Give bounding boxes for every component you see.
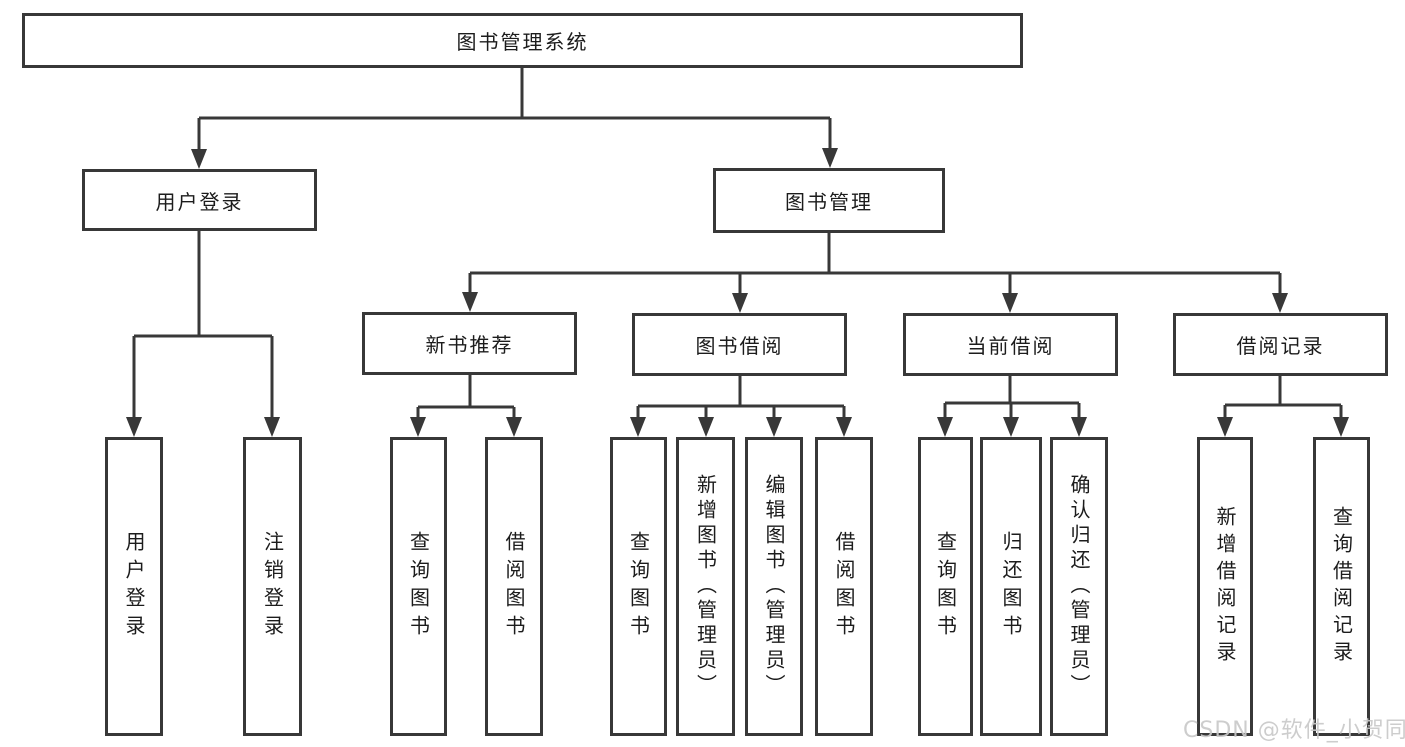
leaf-add-borrow-record: 新增借阅记录 (1197, 437, 1253, 736)
node-current-borrow: 当前借阅 (903, 313, 1118, 376)
node-user-login: 用户登录 (82, 169, 317, 231)
leaf-confirm-return-admin: 确认归还（管理员） (1050, 437, 1108, 736)
watermark: CSDN @软件_小贺同学 (1183, 718, 1405, 743)
leaf-user-login: 用户登录 (105, 437, 163, 736)
leaf-edit-book-admin: 编辑图书（管理员） (745, 437, 803, 736)
node-new-book-recommend: 新书推荐 (362, 312, 577, 375)
arrowhead-icons (126, 148, 1349, 437)
leaf-logout: 注销登录 (243, 437, 302, 736)
connector-paths (132, 65, 1343, 421)
leaf-return-book: 归还图书 (980, 437, 1042, 736)
leaf-query-books-borrow: 查询图书 (610, 437, 667, 736)
leaf-borrow-books: 借阅图书 (815, 437, 873, 736)
leaf-query-books-recommend: 查询图书 (390, 437, 447, 736)
leaf-query-borrow-record: 查询借阅记录 (1313, 437, 1370, 736)
leaf-add-book-admin: 新增图书（管理员） (676, 437, 735, 736)
leaf-query-books-current: 查询图书 (918, 437, 973, 736)
node-root: 图书管理系统 (22, 13, 1023, 68)
node-borrow-records: 借阅记录 (1173, 313, 1388, 376)
node-book-borrow: 图书借阅 (632, 313, 847, 376)
leaf-borrow-books-recommend: 借阅图书 (485, 437, 543, 736)
node-book-management: 图书管理 (713, 168, 945, 233)
